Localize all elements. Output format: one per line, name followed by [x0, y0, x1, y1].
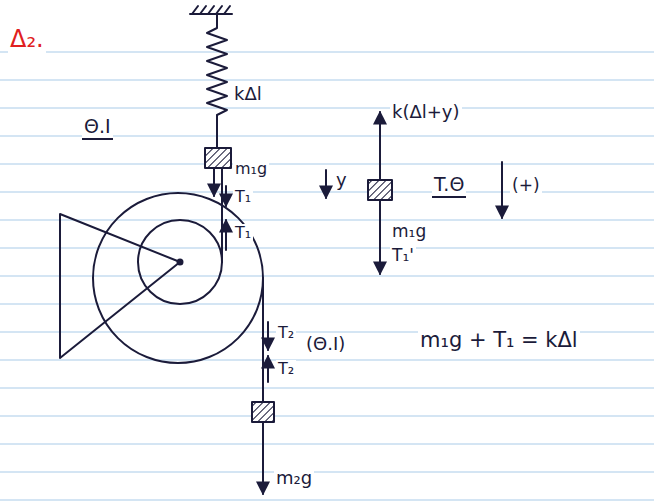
force-arrow: [267, 322, 269, 350]
force-arrow: [267, 356, 269, 382]
ceiling-support: [190, 6, 232, 14]
pulley-outer: [93, 193, 263, 363]
force-label: T₁': [390, 246, 416, 266]
force-arrow: [213, 168, 215, 196]
force-label: T₂: [276, 360, 296, 378]
force-label: kΔl: [232, 84, 264, 105]
force-arrow: [262, 422, 264, 494]
spring: [207, 14, 227, 148]
ruled-lines: [0, 52, 654, 500]
force-arrow: [379, 112, 381, 180]
force-label: T₁: [233, 188, 253, 206]
sign-arrow: [501, 162, 503, 218]
force-label: m₁g: [390, 222, 428, 242]
force-arrow: [225, 220, 227, 250]
rope-outer: [262, 278, 264, 402]
force-arrow: [379, 200, 381, 274]
state-label: (Θ.I): [304, 334, 347, 355]
sign-label: (+): [510, 176, 542, 196]
force-arrow: [225, 186, 227, 206]
free-body-block: [368, 180, 392, 200]
force-label: m₂g: [274, 468, 314, 489]
force-label: T₂: [276, 324, 296, 342]
state-label: T.Θ: [432, 174, 466, 198]
displacement-arrow: [325, 170, 327, 198]
force-label: m₁g: [233, 160, 269, 178]
block-m1: [205, 148, 231, 168]
rope-inner: [221, 168, 223, 262]
displacement-label: y: [334, 170, 349, 191]
equation: m₁g + T₁ = kΔl: [418, 328, 580, 352]
block-m2: [252, 402, 274, 422]
section-number: Δ₂.: [8, 26, 46, 54]
force-label: k(Δl+y): [390, 102, 462, 123]
force-label: T₁: [233, 224, 253, 242]
pulley-bracket: [60, 214, 180, 358]
state-label: Θ.I: [82, 116, 113, 140]
